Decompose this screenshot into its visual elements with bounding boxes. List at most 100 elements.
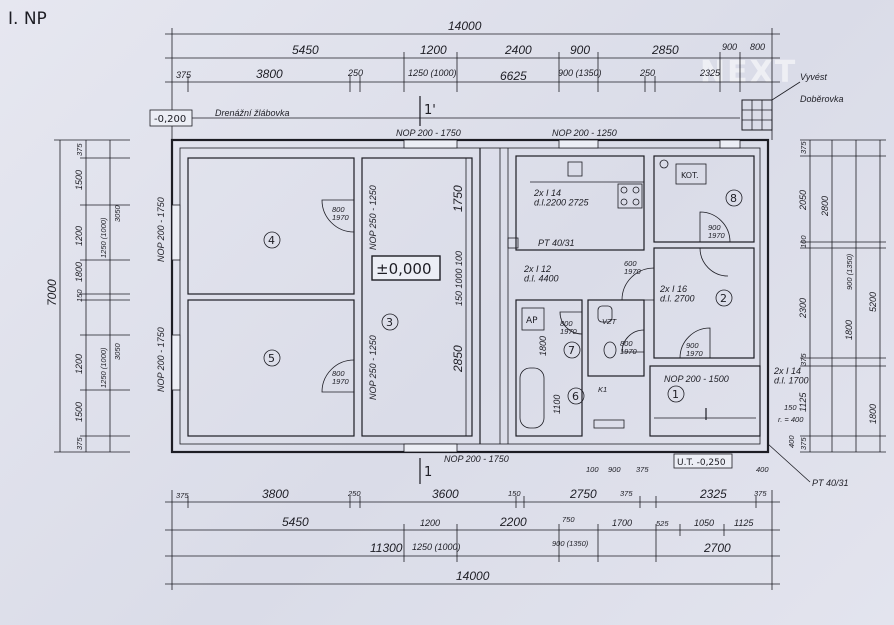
- room-3-walls: [361, 157, 473, 437]
- bottom-dim-10: 375: [636, 465, 649, 474]
- right-dim-row2-4: 1800: [868, 404, 878, 424]
- bottom-row2-4: 750: [562, 515, 575, 524]
- right-dim-row2-2: 900 (1350): [845, 253, 854, 290]
- hall-opening: NOP 200 - 1500: [664, 374, 729, 384]
- right-dimension-lines: [800, 139, 886, 453]
- room-8-marker: [725, 189, 743, 207]
- ap-unit: [521, 307, 545, 331]
- inner-opening-1: NOP 250 - 1250: [368, 185, 378, 250]
- left-dim-2: 1500: [74, 170, 84, 190]
- bottom-row2-1: 5450: [282, 515, 309, 529]
- pt-leader: [767, 443, 811, 483]
- right-dim-4: 2300: [798, 298, 808, 319]
- top-opening-1: NOP 200 - 1750: [396, 128, 461, 138]
- section-label-top: 1': [424, 103, 436, 118]
- room-1-marker: [667, 385, 685, 403]
- room-8-walls: [653, 155, 755, 243]
- room-4-number: 4: [268, 234, 275, 247]
- door-room-2: [699, 247, 729, 277]
- bottom-dim-11: 400: [756, 465, 769, 474]
- top-opening-2: NOP 200 - 1250: [552, 128, 617, 138]
- left-dim-6: 1200: [74, 354, 84, 374]
- chimney-label-2: Doběrovka: [800, 94, 844, 104]
- inner-dim-4: 1800: [538, 336, 548, 356]
- kitchen-walls: [515, 155, 645, 251]
- room-7-walls: [587, 299, 645, 377]
- terrain-level-box: [673, 453, 733, 469]
- bottom-dim-3: 250: [347, 489, 361, 498]
- left-dim-3: 1200: [74, 226, 84, 246]
- bottom-row2-2: 1200: [420, 518, 440, 528]
- left-total-dim: 7000: [45, 279, 59, 306]
- top-dim-5: 2850: [651, 43, 679, 57]
- right-dim-8: 375: [799, 437, 808, 450]
- right-dim-1: 375: [799, 141, 808, 154]
- bottom-row2-8: 1125: [734, 518, 754, 528]
- right-dim-3: 100: [799, 235, 808, 248]
- bottom-row2-6: 525: [656, 519, 669, 528]
- left-opening-1: NOP 200 - 1750: [156, 197, 166, 262]
- room-6-number: 6: [572, 390, 579, 403]
- radius-note: r. = 400: [778, 415, 804, 424]
- corridor-walls: [479, 148, 509, 444]
- room-5-number: 5: [268, 352, 275, 365]
- room-1-walls: [649, 365, 761, 437]
- toilet: [603, 341, 617, 359]
- bottom-row3-4: 2700: [703, 541, 731, 555]
- top-dim-4: 900: [570, 43, 590, 57]
- bottom-dim-9: 900: [608, 465, 621, 474]
- room-3-marker: [381, 313, 399, 331]
- terrain-level: U.T. -0,250: [677, 458, 726, 468]
- left-windows: [171, 204, 181, 391]
- right-dim-6: 1125: [798, 392, 808, 412]
- chimney-grid: [741, 99, 773, 131]
- left-dim-4: 1800: [74, 262, 84, 282]
- top-dim-1: 5450: [292, 43, 319, 57]
- left-dimension-lines: [54, 139, 130, 453]
- left-dim-7: 1500: [74, 402, 84, 422]
- top-dim-row3-5: 6625: [500, 69, 527, 83]
- bottom-window: [403, 443, 458, 453]
- bottom-row3-1: 11300: [370, 541, 403, 555]
- main-level: ±0,000: [376, 260, 432, 278]
- outside-level: -0,200: [154, 114, 186, 125]
- room-7-marker: [563, 341, 581, 359]
- room-4-walls: [187, 157, 355, 295]
- left-dim-row2-2: 3050: [113, 204, 122, 222]
- right-dim-row2-1: 2800: [820, 196, 830, 217]
- top-dim-row3-2: 3800: [256, 67, 283, 81]
- top-dim-7: 800: [750, 42, 765, 52]
- top-dimension-lines: [165, 28, 780, 145]
- bathtub: [519, 367, 545, 429]
- pt-label: PT 40/31: [538, 238, 575, 248]
- right-dim-7: 400: [787, 435, 796, 448]
- bottom-dimension-lines: [165, 490, 780, 590]
- bottom-dim-1: 375: [176, 491, 189, 500]
- radiator: [593, 419, 625, 429]
- inner-dim-3: 2850: [451, 345, 465, 373]
- room-2-marker: [715, 289, 733, 307]
- top-windows: [403, 139, 741, 149]
- left-dim-5: 150: [75, 289, 84, 302]
- top-dim-2: 1200: [420, 43, 447, 57]
- k1-note: K1: [598, 385, 607, 394]
- inner-dim-6: 1100: [552, 395, 562, 414]
- drain-label: Drenážní žlábovka: [215, 108, 290, 118]
- bottom-dim-6: 2750: [569, 487, 597, 501]
- bottom-total-dim: 14000: [456, 569, 490, 583]
- room-4-marker: [263, 231, 281, 249]
- section-label-bottom: 1: [424, 465, 432, 480]
- outer-walls: [170, 138, 770, 454]
- room-1-number: 1: [672, 388, 679, 401]
- boiler-unit: [675, 163, 707, 185]
- door-kitchen: [621, 267, 655, 301]
